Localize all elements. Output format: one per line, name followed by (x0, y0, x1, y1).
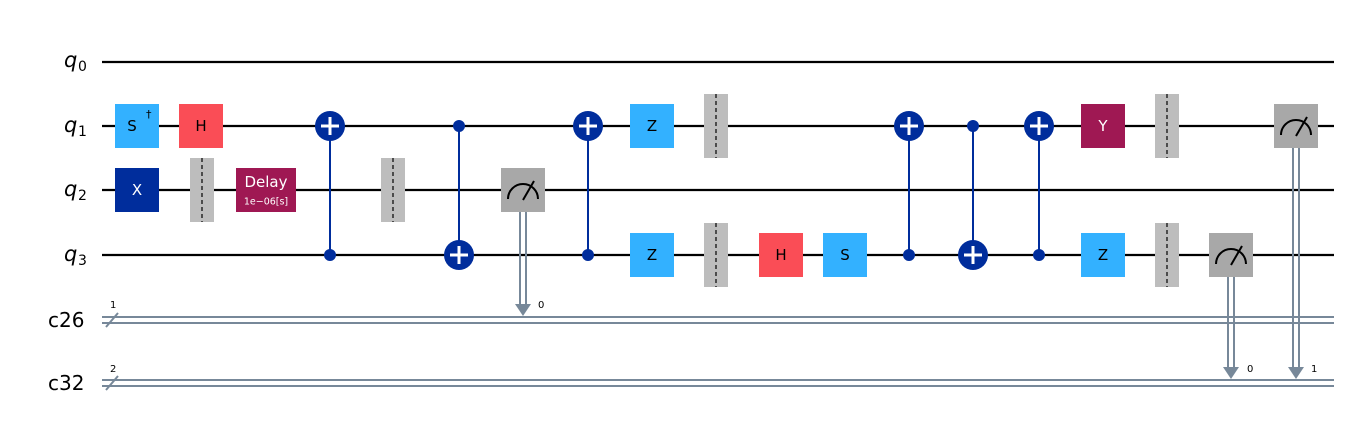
cnot-q1-to-q3-2 (958, 120, 988, 270)
barrier-q1-2 (1155, 94, 1179, 158)
cnot-q3-to-q1-4 (1024, 111, 1054, 261)
qubit-label-q1: q 1 (64, 113, 87, 140)
barrier-q2-2 (381, 158, 405, 222)
svg-text:†: † (146, 108, 152, 121)
svg-text:S: S (840, 246, 850, 264)
control-dot (967, 120, 979, 132)
bus-width-c32: 2 (110, 364, 116, 375)
gate-y-q1: Y (1081, 104, 1125, 148)
control-dot (582, 249, 594, 261)
control-dot (903, 249, 915, 261)
measure-target-index: 1 (1311, 364, 1317, 375)
svg-text:Z: Z (1098, 246, 1108, 264)
svg-text:H: H (195, 117, 206, 135)
bus-width-c26: 1 (110, 300, 116, 311)
svg-text:S: S (127, 117, 137, 135)
gate-delay-q2: Delay 1e−06[s] (236, 168, 296, 212)
measure-target-index: 0 (538, 300, 544, 311)
svg-text:1: 1 (78, 124, 87, 140)
clbit-label-c32: c32 (48, 371, 84, 395)
meter-icon (1215, 248, 1247, 265)
control-dot (324, 249, 336, 261)
svg-text:q: q (64, 242, 77, 266)
gate-z-q1-a: Z (630, 104, 674, 148)
qubit-label-q0: q 0 (64, 48, 87, 75)
svg-text:0: 0 (78, 59, 87, 75)
cnot-q3-to-q1-1 (315, 111, 345, 261)
cnot-q3-to-q1-3 (894, 111, 924, 261)
measure-q3: 0 (1209, 233, 1253, 379)
cnot-q1-to-q3-1 (444, 120, 474, 270)
meter-icon (1280, 119, 1312, 136)
svg-text:H: H (775, 246, 786, 264)
cnot-q3-to-q1-2 (573, 111, 603, 261)
svg-text:Z: Z (647, 246, 657, 264)
measure-q1: 1 (1274, 104, 1318, 379)
classical-wire-c32: 2 (102, 364, 1334, 391)
svg-text:Delay: Delay (244, 173, 287, 191)
clbit-label-c26: c26 (48, 308, 84, 332)
svg-text:Z: Z (647, 117, 657, 135)
svg-text:1e−06[s]: 1e−06[s] (244, 197, 288, 208)
gate-z-q3-b: Z (1081, 233, 1125, 277)
gate-h-q1: H (179, 104, 223, 148)
measure-q2: 0 (501, 168, 545, 316)
classical-wire-c26: 1 (102, 300, 1334, 328)
control-dot (1033, 249, 1045, 261)
svg-text:3: 3 (78, 253, 87, 269)
barrier-q1-1 (704, 94, 728, 158)
barrier-q2-1 (190, 158, 214, 222)
svg-text:X: X (132, 181, 142, 199)
control-dot (453, 120, 465, 132)
qubit-label-q3: q 3 (64, 242, 87, 269)
svg-text:Y: Y (1097, 117, 1108, 135)
svg-text:q: q (64, 48, 77, 72)
gate-z-q3-a: Z (630, 233, 674, 277)
svg-text:q: q (64, 113, 77, 137)
gate-h-q3: H (759, 233, 803, 277)
gate-sdg-q1: S † (115, 104, 159, 148)
svg-text:2: 2 (78, 188, 87, 204)
meter-icon (507, 183, 539, 200)
barrier-q3-1 (704, 223, 728, 287)
gate-x-q2: X (115, 168, 159, 212)
qubit-label-q2: q 2 (64, 177, 87, 204)
svg-text:q: q (64, 177, 77, 201)
gate-s-q3: S (823, 233, 867, 277)
measure-target-index: 0 (1247, 364, 1253, 375)
barrier-q3-2 (1155, 223, 1179, 287)
